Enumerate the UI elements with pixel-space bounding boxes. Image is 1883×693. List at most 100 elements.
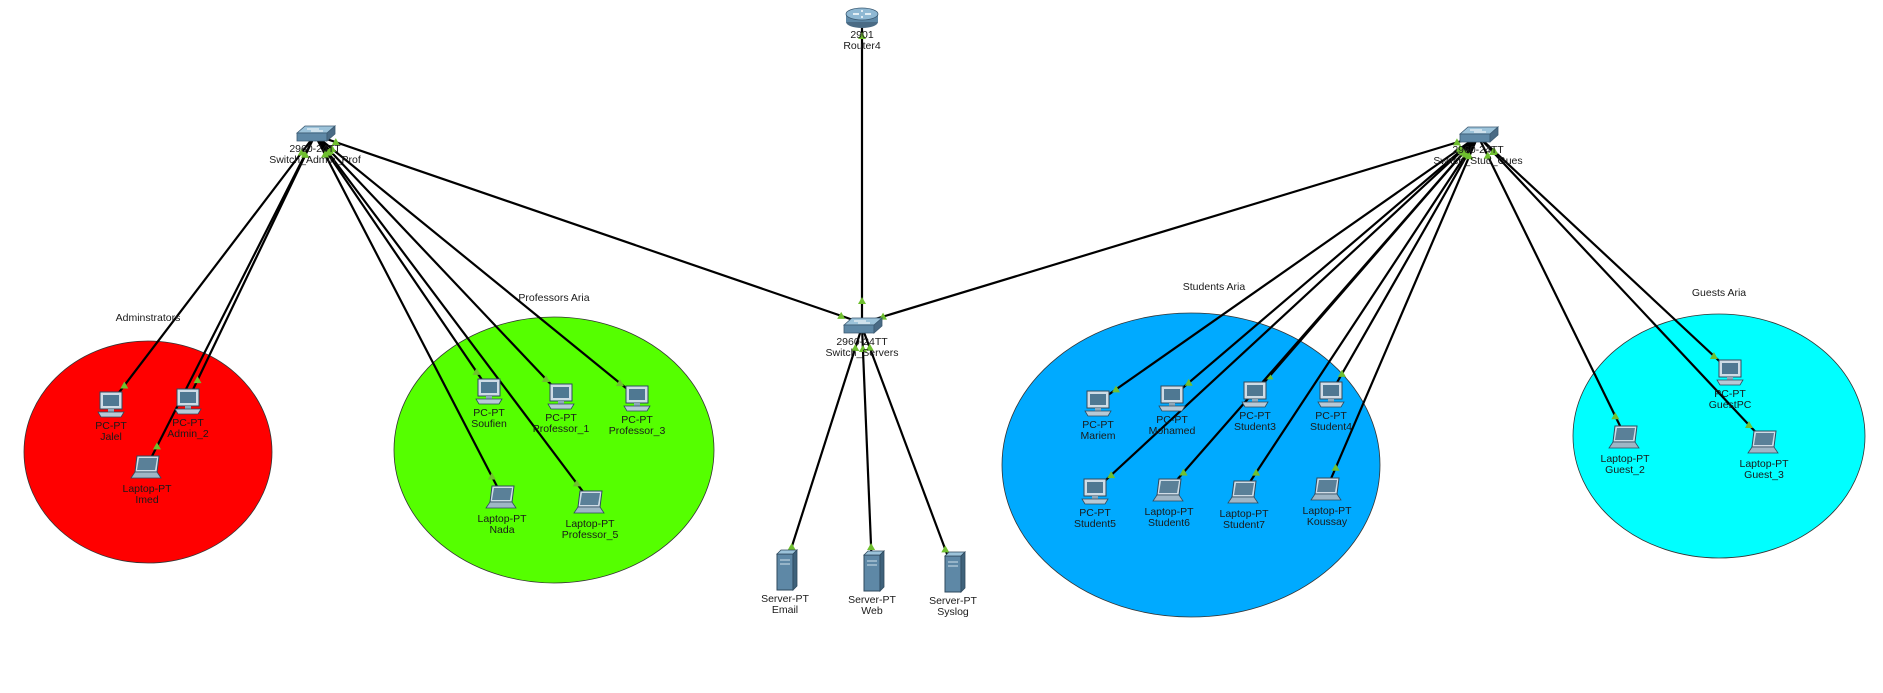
link-sw_stud-student6[interactable] bbox=[1168, 135, 1479, 490]
syslog-model-label: Server-PT bbox=[929, 595, 977, 607]
student7-name-label: Student7 bbox=[1223, 519, 1265, 531]
port-sw_admin-to-prof5 bbox=[324, 148, 333, 156]
admin2-name-label: Admin_2 bbox=[167, 428, 209, 440]
student4-model-label: PC-PT bbox=[1315, 410, 1347, 422]
nada-model-label: Laptop-PT bbox=[477, 513, 527, 525]
links-layer bbox=[110, 14, 1765, 571]
student3-name-label: Student3 bbox=[1234, 421, 1276, 433]
link-sw_admin-soufien[interactable] bbox=[314, 134, 490, 391]
prof5-name-label: Professor_5 bbox=[562, 529, 619, 541]
port-guest3-to-sw_stud bbox=[1744, 420, 1753, 428]
port-student4-to-sw_stud bbox=[1337, 369, 1346, 377]
laptop-icon bbox=[1152, 478, 1184, 502]
link-sw_admin-nada[interactable] bbox=[314, 134, 503, 497]
link-sw_stud-guest2[interactable] bbox=[1477, 135, 1626, 437]
port-prof5-to-sw_admin bbox=[572, 479, 581, 487]
server-icon bbox=[863, 550, 885, 592]
port-sw_stud-to-koussay bbox=[1465, 152, 1474, 160]
guestpc-model-label: PC-PT bbox=[1714, 388, 1746, 400]
link-sw_servers-email[interactable] bbox=[783, 326, 864, 569]
soufien-model-label: PC-PT bbox=[473, 407, 505, 419]
prof-area-ellipse bbox=[393, 316, 715, 584]
nada-name-label: Nada bbox=[489, 524, 514, 536]
link-sw_admin-admin2[interactable] bbox=[187, 134, 316, 401]
student3-model-label: PC-PT bbox=[1239, 410, 1271, 422]
link-sw_stud-sw_servers[interactable] bbox=[861, 134, 1479, 325]
port-admin2-to-sw_admin bbox=[193, 376, 202, 384]
pc-icon bbox=[475, 378, 503, 405]
link-sw_stud-student5[interactable] bbox=[1094, 135, 1479, 491]
guest-area-label: Guests Aria bbox=[1692, 287, 1746, 299]
pc-icon bbox=[174, 388, 202, 415]
student5-name-label: Student5 bbox=[1074, 518, 1116, 530]
link-sw_admin-jalel[interactable] bbox=[110, 134, 316, 404]
switch-icon bbox=[295, 125, 337, 142]
link-sw_admin-sw_servers[interactable] bbox=[314, 133, 863, 325]
email-model-label: Server-PT bbox=[761, 593, 809, 605]
imed-model-label: Laptop-PT bbox=[122, 483, 172, 495]
port-web-to-sw_servers bbox=[867, 543, 876, 551]
link-sw_admin-prof5[interactable] bbox=[314, 134, 591, 502]
mohamed-model-label: PC-PT bbox=[1156, 414, 1188, 426]
port-guestpc-to-sw_stud bbox=[1709, 351, 1718, 359]
link-sw_servers-syslog[interactable] bbox=[860, 326, 955, 571]
link-sw_stud-mariem[interactable] bbox=[1097, 135, 1479, 403]
admin2-model-label: PC-PT bbox=[172, 417, 204, 429]
port-guest2-to-sw_stud bbox=[1611, 412, 1620, 420]
port-syslog-to-sw_servers bbox=[941, 545, 950, 553]
link-sw_stud-guest3[interactable] bbox=[1477, 135, 1765, 442]
port-mohamed-to-sw_stud bbox=[1184, 378, 1193, 386]
port-nada-to-sw_admin bbox=[487, 472, 496, 480]
prof1-model-label: PC-PT bbox=[545, 412, 577, 424]
link-sw_stud-mohamed[interactable] bbox=[1171, 135, 1479, 398]
link-sw_stud-koussay[interactable] bbox=[1325, 135, 1480, 489]
pc-icon bbox=[1241, 381, 1269, 408]
link-sw_admin-imed[interactable] bbox=[146, 134, 316, 467]
port-prof1-to-sw_admin bbox=[541, 375, 550, 383]
link-sw_admin-prof3[interactable] bbox=[314, 134, 638, 398]
soufien-name-label: Soufien bbox=[471, 418, 507, 430]
link-sw_stud-student7[interactable] bbox=[1243, 135, 1479, 492]
sw_admin-name-label: Switch_Admin_Prof bbox=[269, 154, 361, 166]
sw_stud-name-label: Switch_Stud_Gues bbox=[1433, 155, 1522, 167]
link-sw_stud-student4[interactable] bbox=[1330, 135, 1479, 394]
guest2-model-label: Laptop-PT bbox=[1600, 453, 1650, 465]
server-icon bbox=[944, 551, 966, 593]
sw_servers-name-label: Switch_Servers bbox=[826, 347, 899, 359]
port-sw_servers-to-email bbox=[851, 343, 860, 351]
link-sw_servers-web[interactable] bbox=[860, 326, 874, 570]
laptop-icon bbox=[130, 455, 162, 479]
port-email-to-sw_servers bbox=[787, 543, 796, 551]
link-sw_admin-prof1[interactable] bbox=[314, 134, 562, 396]
mariem-name-label: Mariem bbox=[1080, 430, 1115, 442]
port-student7-to-sw_stud bbox=[1252, 468, 1261, 476]
student5-model-label: PC-PT bbox=[1079, 507, 1111, 519]
link-sw_stud-guestpc[interactable] bbox=[1477, 135, 1731, 372]
